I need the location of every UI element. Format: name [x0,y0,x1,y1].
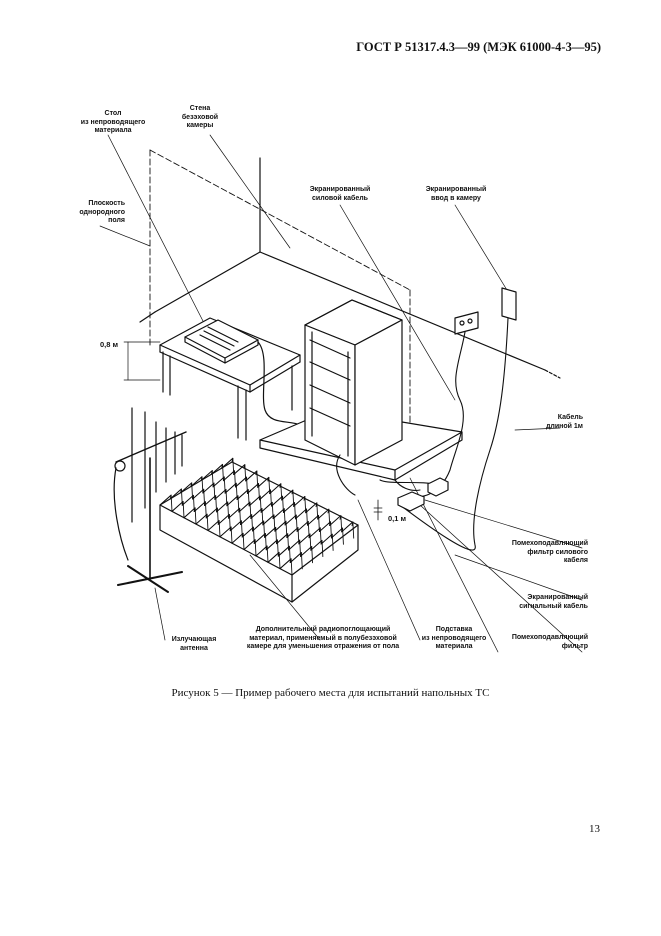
absorber-spike [233,464,246,475]
absorber-spike [190,476,203,488]
page-number: 13 [589,823,600,835]
dim-table-height: 0,8 м [100,340,119,349]
leader-lines [99,134,583,653]
absorber-spike [257,476,270,488]
support-dim-arrow [373,499,383,521]
absorber-spike [200,470,213,481]
document-header: ГОСТ Р 51317.4.3—99 (МЭК 61000-4-3—95) [356,40,601,54]
radiating-antenna [113,407,187,593]
wall-devices [454,287,517,335]
absorber-spike [221,457,234,469]
absorber-spike [293,495,306,507]
absorber-spike [169,488,182,500]
absorber-spike [305,502,318,514]
table-cable [257,341,301,426]
test-setup-figure [99,134,583,653]
absorber-spikes [159,457,355,576]
floor-standing-cabinet [304,299,403,466]
absorber-spike [281,489,294,501]
absorber-spike [159,494,172,506]
absorber-spike [317,508,330,520]
absorber-spike [269,483,282,495]
interference-filters [397,477,449,512]
figure-caption: Рисунок 5 — Пример рабочего места для ис… [171,687,490,699]
absorber-spike [245,470,258,482]
absorber-spike [180,482,193,494]
absorber-spike [210,463,224,475]
absorber-spike [341,521,354,533]
absorber-material [159,461,359,603]
absorber-spike [329,515,342,526]
tabletop-equipment [184,319,259,364]
field-plane-outline [149,149,411,461]
dim-support-height: 0,1 м [388,514,407,523]
